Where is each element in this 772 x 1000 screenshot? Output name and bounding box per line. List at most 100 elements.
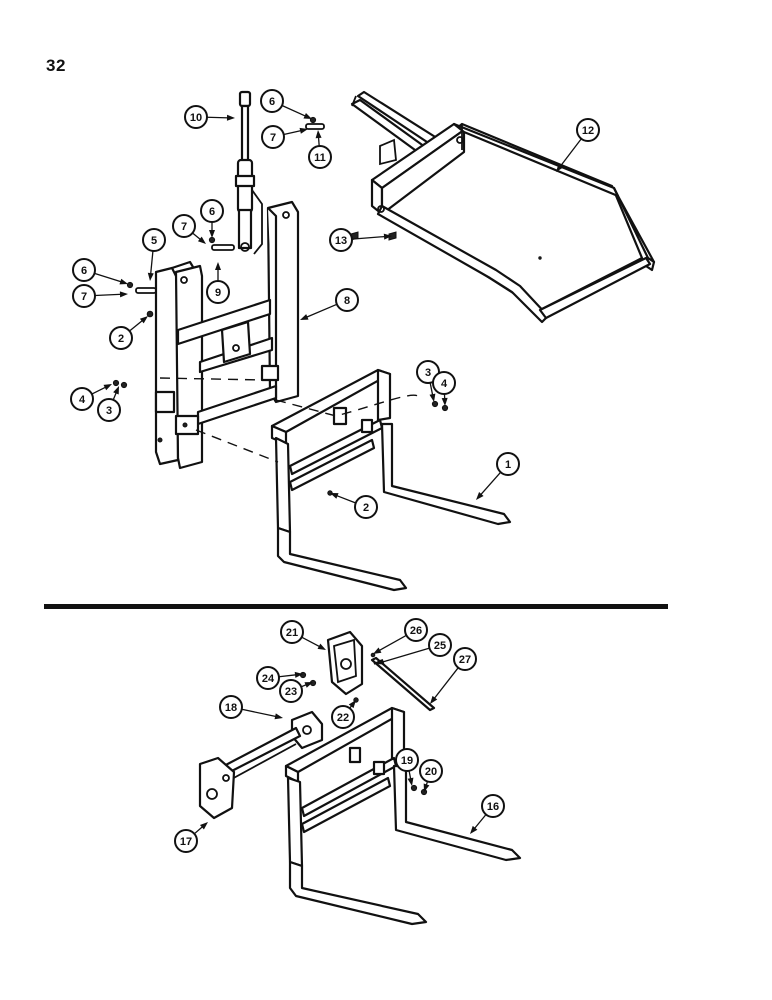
platform-assembly xyxy=(350,90,656,324)
callout-circle xyxy=(70,387,94,411)
callout-c6c: 6 xyxy=(72,258,128,285)
callout-arrowhead xyxy=(423,783,430,792)
callout-circle xyxy=(432,371,456,395)
callout-number: 18 xyxy=(225,702,237,714)
callout-circle xyxy=(280,620,304,644)
callout-circle xyxy=(219,695,243,719)
callout-number: 4 xyxy=(79,394,86,406)
callout-number: 26 xyxy=(410,625,422,637)
callout-c20: 20 xyxy=(419,759,443,792)
callout-circle xyxy=(335,288,359,312)
callout-leader-line xyxy=(473,814,487,830)
callout-arrowhead xyxy=(274,713,283,720)
callout-leader-line xyxy=(335,494,356,504)
mast-frame xyxy=(154,200,300,470)
callout-c11: 11 xyxy=(308,130,332,169)
callout-arrowhead xyxy=(470,825,478,834)
callout-c23: 23 xyxy=(279,679,313,703)
callout-arrowhead xyxy=(103,384,112,391)
callout-circle xyxy=(72,258,96,282)
callout-leader-line xyxy=(193,825,204,835)
callout-circle xyxy=(72,284,96,308)
callout-arrowhead xyxy=(348,700,356,709)
callout-arrowhead xyxy=(119,278,128,285)
callout-circle xyxy=(206,280,230,304)
callout-arrowhead xyxy=(315,130,322,139)
callout-leader-line xyxy=(281,104,307,118)
callout-number: 6 xyxy=(269,96,275,108)
callout-c13: 13 xyxy=(329,228,392,252)
callout-number: 27 xyxy=(459,654,471,666)
callout-c7c: 7 xyxy=(72,284,128,308)
callout-arrowhead xyxy=(383,233,392,240)
callout-arrowhead xyxy=(376,658,385,665)
callout-arrowhead xyxy=(330,493,339,499)
callout-arrowhead xyxy=(441,397,448,406)
callout-number: 7 xyxy=(181,221,187,233)
callout-leader-line xyxy=(429,382,434,397)
callout-c18: 18 xyxy=(219,695,283,720)
callout-arrowhead xyxy=(299,127,308,134)
callout-arrowhead xyxy=(113,386,119,395)
callout-arrowhead xyxy=(407,777,414,786)
callout-arrowhead xyxy=(556,163,564,172)
callout-c7b: 7 xyxy=(172,214,206,244)
callout-arrowhead xyxy=(300,314,309,320)
callout-c19: 19 xyxy=(395,748,419,786)
callout-arrowhead xyxy=(373,647,382,654)
callout-arrowhead xyxy=(430,695,438,704)
callout-c22: 22 xyxy=(331,700,356,729)
callout-circle xyxy=(184,105,208,129)
callout-arrowhead xyxy=(304,682,313,688)
callout-circle xyxy=(453,647,477,671)
callout-c5: 5 xyxy=(142,228,166,281)
callout-arrowhead xyxy=(303,112,312,119)
callout-leader-line xyxy=(301,636,322,648)
callout-circle xyxy=(97,398,121,422)
callout-number: 12 xyxy=(582,125,594,137)
callout-arrowhead xyxy=(197,236,206,244)
callout-leader-line xyxy=(129,319,144,332)
callout-c9: 9 xyxy=(206,262,230,304)
alignment-lines xyxy=(159,377,419,463)
callout-circle xyxy=(142,228,166,252)
callout-leader-line xyxy=(351,235,387,240)
callout-circle xyxy=(395,748,419,772)
callout-arrowhead xyxy=(226,114,235,121)
callout-arrowhead xyxy=(119,291,128,298)
callout-circle xyxy=(200,199,224,223)
callout-leader-line xyxy=(278,674,298,678)
callout-arrowhead xyxy=(139,316,148,324)
callout-number: 24 xyxy=(262,673,275,685)
callout-c10: 10 xyxy=(184,105,235,129)
callout-leader-line xyxy=(206,116,230,119)
callout-arrowhead xyxy=(199,822,208,830)
callout-number: 6 xyxy=(81,265,87,277)
hydraulic-cylinder xyxy=(234,90,263,255)
callout-circle xyxy=(419,759,443,783)
callout-number: 1 xyxy=(505,459,511,471)
callout-number: 3 xyxy=(106,405,112,417)
callout-c8: 8 xyxy=(300,288,359,320)
callout-leader-line xyxy=(94,272,123,283)
callout-c17: 17 xyxy=(174,822,208,853)
callout-number: 10 xyxy=(190,112,202,124)
callout-number: 11 xyxy=(314,152,326,164)
callout-number: 20 xyxy=(425,766,437,778)
callout-c1: 1 xyxy=(476,452,520,500)
callout-c6b: 6 xyxy=(200,199,224,238)
callout-c21: 21 xyxy=(280,620,326,650)
callout-circle xyxy=(329,228,353,252)
callout-number: 13 xyxy=(335,235,347,247)
callout-c3b: 3 xyxy=(97,386,121,422)
callout-c6a: 6 xyxy=(260,89,312,119)
callout-number: 3 xyxy=(425,367,431,379)
fork-carriage-lower xyxy=(284,706,522,926)
callout-leader-line xyxy=(433,667,459,700)
callout-circle xyxy=(261,125,285,149)
callout-number: 8 xyxy=(344,295,350,307)
callout-number: 21 xyxy=(286,627,298,639)
